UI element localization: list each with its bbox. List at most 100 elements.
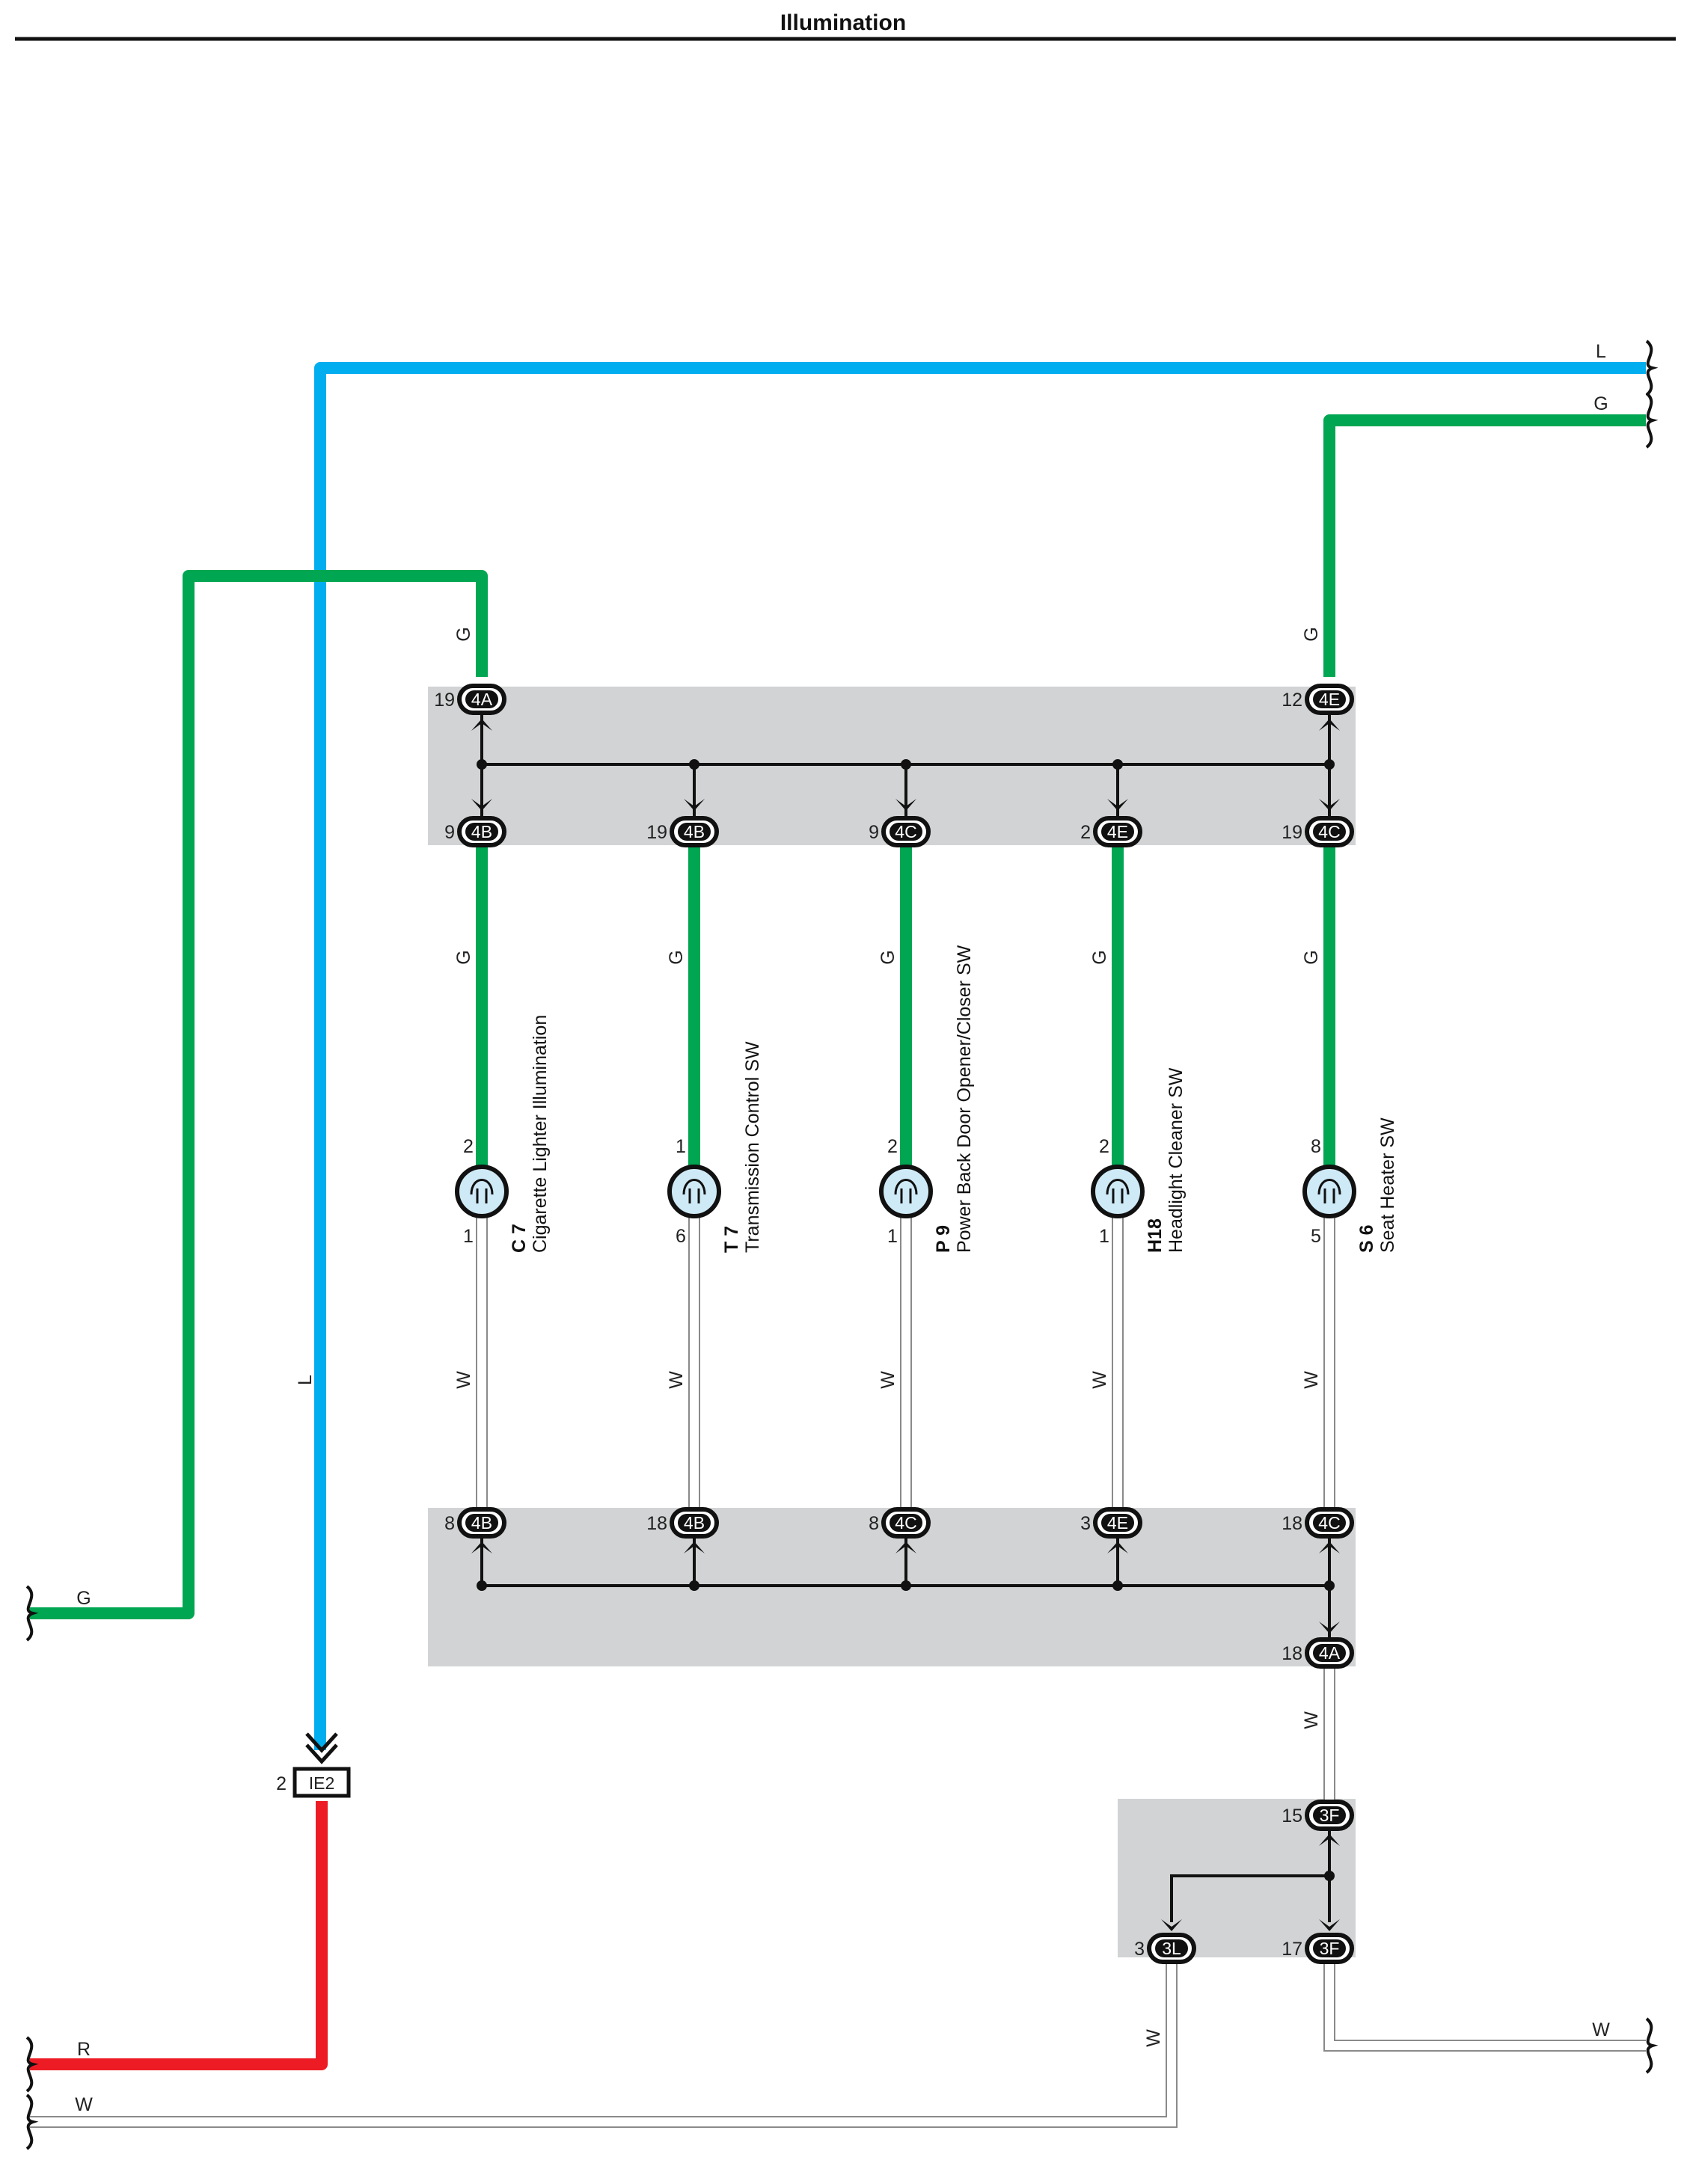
ie2-connector: IE2 2 [276, 1732, 351, 1798]
connector-small-in-inner [1313, 1806, 1346, 1824]
connector-small-out-3l: 3L3 [1134, 1933, 1196, 1964]
component-in-wire-label: G [666, 950, 687, 964]
break-left-g [25, 1585, 39, 1642]
component-pin-top: 1 [676, 1136, 686, 1157]
break-top-l [1645, 340, 1659, 396]
small-out-arrow-3l [1161, 1919, 1182, 1931]
small-in-arrow [1319, 1834, 1340, 1846]
page-title: Illumination [780, 10, 906, 35]
small-bus-dot [1324, 1871, 1335, 1881]
top-out-arrow-1 [471, 799, 492, 811]
connector-bottom-in-3-inner [890, 1514, 922, 1532]
bottom-in-arrow-2 [684, 1542, 705, 1553]
connector-bottom-in-3-pin: 8 [869, 1513, 879, 1534]
component-pin-top: 2 [463, 1136, 474, 1157]
component-name: Cigarette Lighter Illumination [530, 1015, 551, 1253]
connector-top-in-2-label: 4E [1319, 690, 1340, 709]
component-in-wire-label: G [453, 950, 474, 964]
connector-bottom-in-3: 4C8 [869, 1507, 931, 1539]
connector-small-in-pin: 15 [1282, 1806, 1302, 1826]
component-code: C 7 [509, 1224, 530, 1253]
label-feed-g-left: G [453, 627, 474, 641]
component-name: Seat Heater SW [1377, 1117, 1398, 1253]
label-top-l: L [1596, 341, 1606, 362]
label-vertical-l: L [295, 1375, 316, 1385]
connector-bottom-in-1-label: 4B [471, 1513, 492, 1533]
wire-g-left-feed [30, 570, 488, 1619]
wire-w-left-outline [30, 1954, 1178, 2128]
component-g-wires [476, 839, 1335, 1169]
break-top-g [1645, 392, 1659, 449]
label-left-g: G [76, 1588, 91, 1609]
bottom-in-arrow-5 [1319, 1542, 1340, 1553]
junction-internal-lines [471, 714, 1340, 1931]
top-in-arrow-1 [471, 719, 492, 731]
connector-top-out-4-label: 4E [1107, 822, 1128, 841]
connector-top-out-4-inner [1101, 823, 1134, 841]
lamp-icon [667, 1165, 721, 1218]
component-pin-top: 2 [887, 1136, 898, 1157]
connector-top-out-1-label: 4B [471, 822, 492, 841]
top-out-arrow-5 [1319, 799, 1340, 811]
component-in-wire-label: G [878, 950, 898, 964]
label-top-g: G [1593, 393, 1608, 414]
label-right-w: W [1592, 2019, 1610, 2040]
component-pin-bottom: 1 [887, 1226, 898, 1247]
wire-w-left [30, 1954, 1176, 2126]
bottom-bus-dot-3 [901, 1580, 911, 1591]
component-pin-bottom: 6 [676, 1226, 686, 1247]
component-out-wire-label: W [1301, 1371, 1322, 1389]
label-feed-g-right: G [1301, 627, 1322, 641]
connector-bottom-out-label: 4A [1319, 1643, 1341, 1663]
connector-top-out-3: 4C9 [869, 816, 931, 847]
top-bus-dot-2 [689, 759, 699, 770]
connector-top-out-4-pin: 2 [1080, 822, 1091, 843]
connector-top-out-3-pin: 9 [869, 822, 879, 843]
component-pin-top: 2 [1099, 1136, 1109, 1157]
connector-top-out-1: 4B 9 [444, 816, 506, 847]
top-out-arrow-4 [1107, 799, 1128, 811]
connector-small-out-3l-inner [1155, 1939, 1188, 1957]
small-out-arrow-3f [1319, 1919, 1340, 1931]
break-left-r [25, 2036, 39, 2093]
connector-top-in-2: 4E 12 [1282, 684, 1354, 715]
lamp-icon [879, 1165, 933, 1218]
lamp-filament-icon [1106, 1179, 1130, 1203]
component-pin-top: 8 [1311, 1136, 1321, 1157]
connector-small-out-3l-pin: 3 [1134, 1939, 1145, 1960]
bottom-in-arrow-1 [471, 1542, 492, 1553]
connector-top-in-2-pin: 12 [1282, 690, 1302, 711]
bottom-bus-dot-1 [477, 1580, 487, 1591]
connector-top-in-1-pin: 19 [434, 690, 455, 711]
small-bus-line [1170, 1874, 1329, 1922]
component-out-wire-label: W [1089, 1371, 1110, 1389]
wire-g-right-feed [1323, 414, 1646, 677]
component-code: T 7 [721, 1226, 742, 1253]
component-pin-bottom: 5 [1311, 1226, 1321, 1247]
top-out-arrow-2 [684, 799, 705, 811]
top-bus-dot-5 [1324, 759, 1335, 770]
label-w-4a-3f: W [1301, 1711, 1322, 1729]
top-bus-dot-3 [901, 759, 911, 770]
ie2-box [293, 1767, 351, 1798]
connector-bottom-in-4: 4E3 [1080, 1507, 1142, 1539]
ie2-arrow-upper [305, 1732, 338, 1753]
lamp-icon [1091, 1165, 1145, 1218]
connector-bottom-in-2-pin: 18 [646, 1513, 667, 1534]
lamp-icon [1302, 1165, 1356, 1218]
connector-bottom-in-2-inner [678, 1514, 711, 1532]
component-in-wire-label: G [1301, 950, 1322, 964]
connector-top-out-1-pin: 9 [444, 822, 455, 843]
